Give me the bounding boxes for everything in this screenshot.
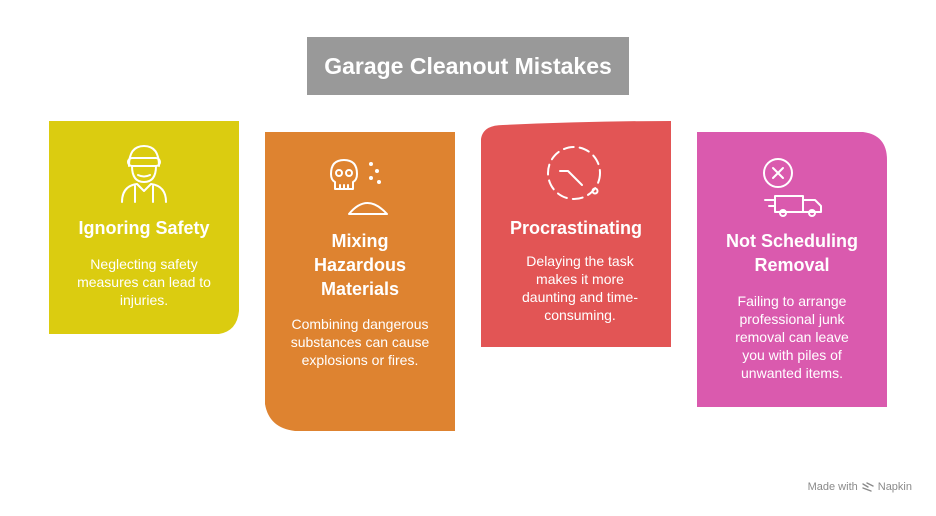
diagram-title: Garage Cleanout Mistakes [307, 37, 629, 95]
worker-goggles-icon [121, 145, 167, 203]
attribution-prefix: Made with [807, 481, 858, 493]
napkin-logo-icon [862, 481, 874, 492]
card-heading: Ignoring Safety [78, 218, 210, 238]
card-heading: Not Scheduling Removal [726, 231, 858, 275]
card-procrastinating: Procrastinating Delaying the task makes … [481, 121, 671, 347]
skull-powder-icon [330, 159, 388, 215]
card-background [49, 121, 239, 334]
card-heading: Procrastinating [509, 218, 643, 238]
card-description: Combining dangerous substances can cause… [290, 316, 430, 368]
card-description: Neglecting safety measures can lead to i… [77, 256, 211, 308]
card-ignoring-safety: Ignoring Safety Neglecting safety measur… [49, 121, 239, 334]
attribution: Made with Napkin [808, 481, 912, 493]
card-background [481, 121, 671, 347]
cancel-truck-icon [763, 158, 822, 217]
card-description: Delaying the task makes it more daunting… [522, 253, 638, 323]
attribution-brand: Napkin [877, 481, 912, 493]
card-description: Failing to arrange professional junk rem… [735, 293, 849, 381]
card-background [697, 132, 887, 407]
clock-delay-icon [547, 146, 601, 200]
card-heading: Mixing Hazardous Materials [313, 231, 407, 299]
card-not-scheduling-removal: Not Scheduling Removal Failing to arrang… [697, 132, 887, 407]
card-background [265, 132, 455, 431]
card-mixing-hazardous-materials: Mixing Hazardous Materials Combining dan… [265, 132, 455, 431]
